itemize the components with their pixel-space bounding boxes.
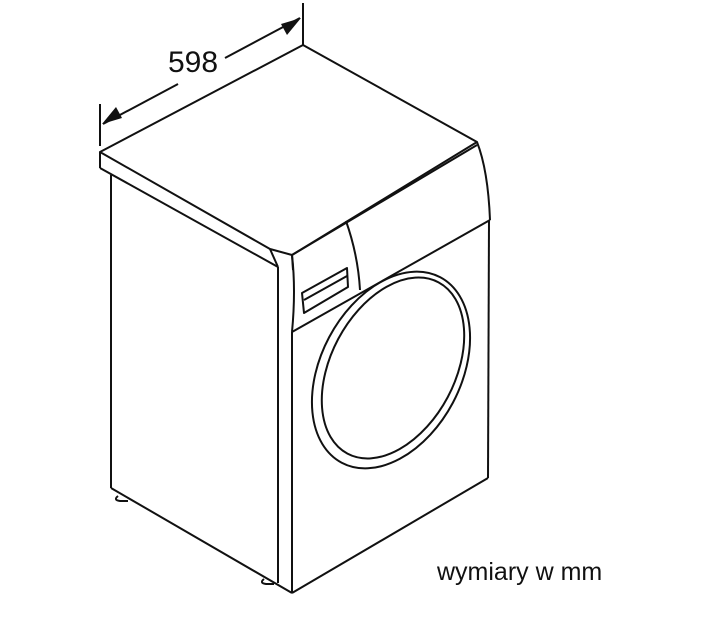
detergent-drawer (301, 267, 349, 314)
machine-body (110, 175, 490, 594)
width-dimension-label: 598 (168, 46, 219, 79)
foot (114, 495, 128, 502)
arrow-left-icon (102, 107, 122, 124)
control-panel (291, 219, 491, 333)
units-caption: wymiary w mm (437, 558, 603, 586)
width-dimension-line (99, 3, 304, 146)
door (310, 270, 472, 470)
arrow-right-icon (281, 18, 301, 35)
top-cover (99, 44, 491, 271)
foot (260, 578, 274, 585)
